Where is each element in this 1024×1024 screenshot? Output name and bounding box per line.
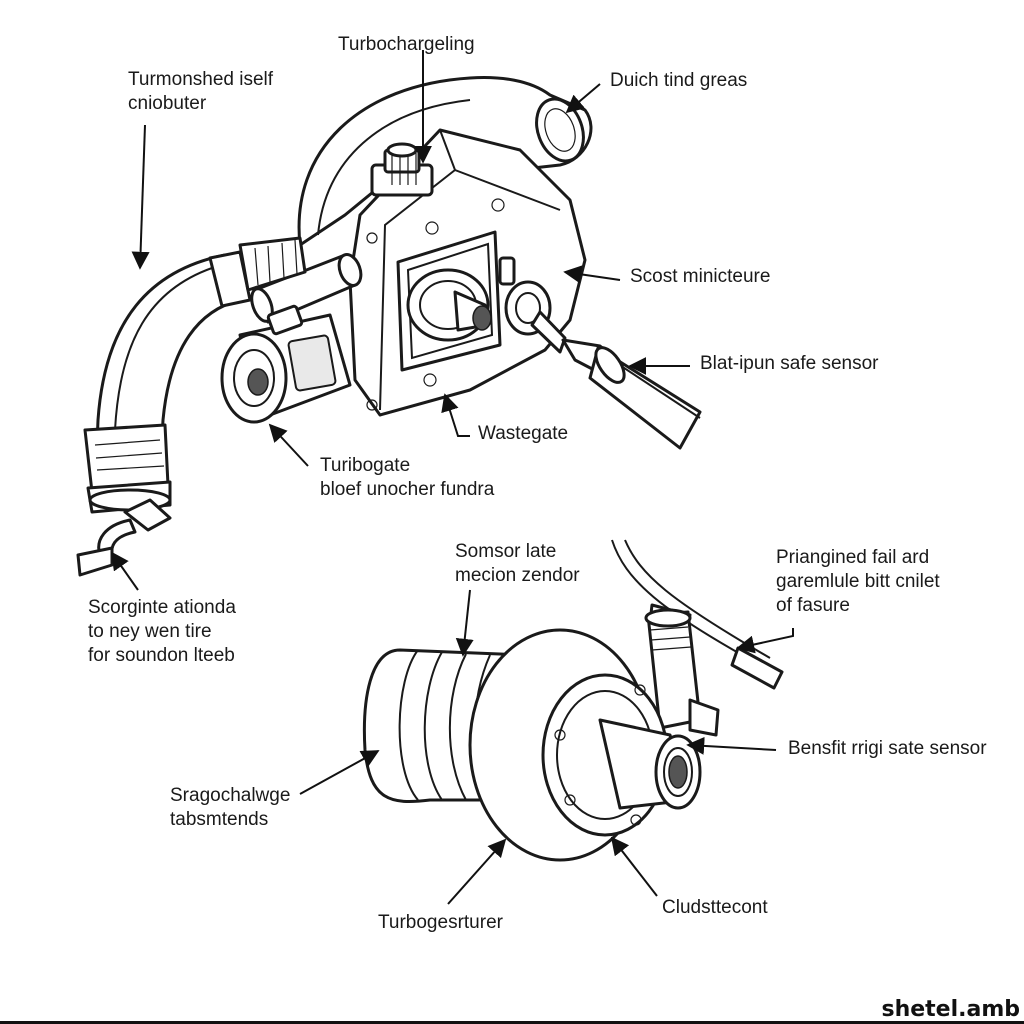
label-priangined: Priangined fail ard garemlule bitt cnile… <box>776 547 940 616</box>
watermark: shetel.amb <box>881 997 1020 1022</box>
label-turbocharging: Turbochargeling <box>338 34 475 55</box>
label-sragochalwge: Sragochalwge tabsmtends <box>170 785 291 830</box>
label-scorginte: Scorginte ationda to ney wen tire for so… <box>88 597 236 666</box>
label-turbogesrturer: Turbogesrturer <box>378 912 503 933</box>
label-duich: Duich tind greas <box>610 70 748 91</box>
bottom-rule <box>0 1021 1024 1024</box>
leader-lines <box>110 50 794 905</box>
label-bensfit: Bensfit rrigi sate sensor <box>788 738 987 759</box>
lower-turbo-assembly <box>362 539 784 862</box>
label-cludsttecont: Cludsttecont <box>662 897 768 918</box>
label-turmonshed: Turmonshed iself cniobuter <box>128 69 274 114</box>
label-somsor: Somsor late mecion zendor <box>455 541 580 586</box>
label-wastegate: Wastegate <box>478 423 569 444</box>
label-scost: Scost minicteure <box>630 266 771 287</box>
label-blatpun: Blat-ipun safe sensor <box>700 353 879 374</box>
label-turibogate: Turibogate bloef unocher fundra <box>320 455 495 500</box>
upper-turbo-assembly <box>76 76 702 577</box>
